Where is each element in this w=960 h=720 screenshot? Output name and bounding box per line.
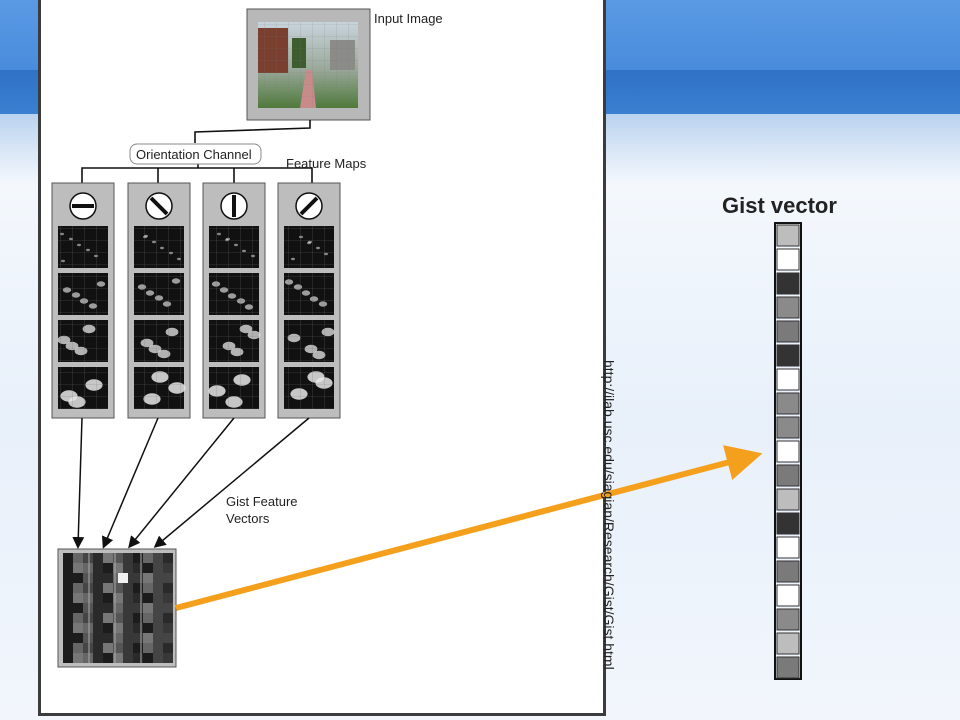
- feature-map-columns: [51, 182, 341, 419]
- gist-vector-cell: [776, 536, 800, 559]
- gist-vector-cell: [776, 344, 800, 367]
- feature-map-thumbnail: [134, 273, 184, 315]
- orientation-column-diagonal-up: [277, 182, 341, 419]
- gist-vector-cell: [776, 440, 800, 463]
- gist-vector-cell: [776, 392, 800, 415]
- feature-map-thumbnail: [134, 226, 184, 268]
- gist-vector-cell: [776, 368, 800, 391]
- feature-map-thumbnail: [134, 367, 186, 409]
- feature-map-thumbnail: [208, 367, 259, 409]
- feature-maps-label: Feature Maps: [286, 156, 367, 171]
- feature-map-thumbnail: [284, 367, 334, 409]
- orientation-channel-box: [129, 143, 262, 165]
- gist-feature-matrix: [57, 548, 177, 668]
- gist-connector-arrows: [72, 417, 310, 549]
- gist-vector-cell: [776, 608, 800, 631]
- gist-vector-cell: [776, 296, 800, 319]
- input-image-label: Input Image: [374, 11, 443, 26]
- gist-vector-cell: [776, 512, 800, 535]
- feature-map-thumbnail: [209, 273, 259, 315]
- gist-vector-cell: [776, 656, 800, 679]
- tree-connectors: [81, 120, 313, 183]
- gist-vector-cell: [776, 464, 800, 487]
- feature-map-thumbnail: [58, 226, 108, 268]
- feature-map-thumbnail: [58, 367, 108, 409]
- feature-map-thumbnail: [284, 226, 334, 268]
- gist-vector-cell: [776, 632, 800, 655]
- gist-vector-title: Gist vector: [722, 193, 837, 218]
- orientation-column-horizontal: [51, 182, 115, 419]
- feature-map-thumbnail: [58, 273, 108, 315]
- gist-vector-cell: [776, 584, 800, 607]
- feature-map-thumbnail: [134, 320, 184, 362]
- input-image-panel: [246, 8, 371, 121]
- gist-vector-cell: [776, 224, 800, 247]
- source-url[interactable]: http://ilab.usc.edu/siagian/Research/Gis…: [601, 360, 617, 670]
- feature-map-thumbnail: [209, 226, 259, 268]
- feature-map-thumbnail: [284, 320, 335, 362]
- gist-vector-cell: [776, 560, 800, 583]
- orientation-column-vertical: [202, 182, 266, 419]
- feature-map-thumbnail: [284, 273, 334, 315]
- gist-vector-bar: [774, 222, 802, 680]
- feature-map-thumbnail: [209, 320, 261, 362]
- gist-vector-cell: [776, 488, 800, 511]
- gist-vector-cell: [776, 416, 800, 439]
- mapping-arrow: [175, 445, 763, 611]
- gist-vector-cell: [776, 248, 800, 271]
- gist-feature-vectors-label: Gist Feature Vectors: [226, 494, 298, 526]
- feature-map-thumbnail: [57, 320, 108, 362]
- gist-vector-cell: [776, 272, 800, 295]
- orientation-channel-label: Orientation Channel: [136, 147, 252, 162]
- gist-vector-cell: [776, 320, 800, 343]
- orientation-column-diagonal-down: [127, 182, 191, 419]
